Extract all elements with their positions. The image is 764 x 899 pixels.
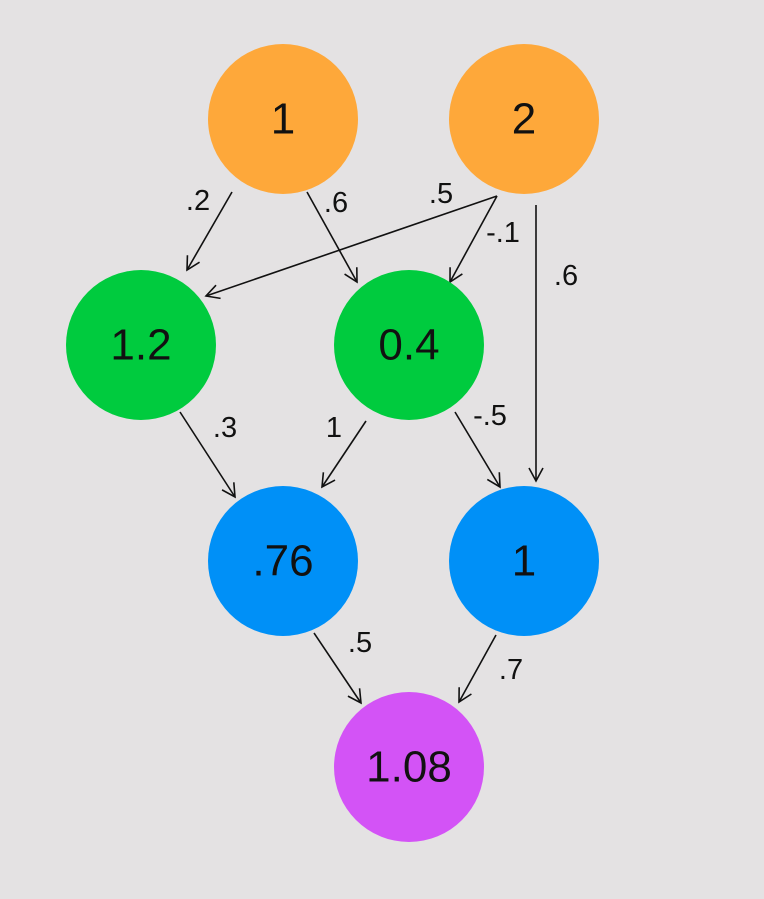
edge-arrow-h1a-h2a — [179, 411, 236, 499]
node-value-label-h2b: 1 — [512, 537, 536, 586]
edge-arrow-in1-h1a — [186, 191, 233, 272]
edge-weight-label-h2a-out: .5 — [348, 627, 372, 659]
node-circle-h1b — [334, 270, 484, 420]
edge-weight-label-in1-h1a: .2 — [186, 185, 210, 217]
edge-arrow-in1-h1b — [306, 191, 358, 284]
node-circle-h1a — [66, 270, 216, 420]
node-circle-out — [334, 692, 484, 842]
node-h1a: 1.2 — [66, 270, 216, 420]
edges-layer: .2 .6 .5 -.1 .6 .3 1 -.5 .5 .7 — [179, 178, 578, 705]
node-value-label-h1b: 0.4 — [378, 321, 439, 370]
node-value-label-in1: 1 — [271, 95, 295, 144]
node-value-label-h2a: .76 — [252, 537, 313, 586]
node-in2: 2 — [449, 44, 599, 194]
edge-weight-label-in2-h1a: .5 — [429, 178, 453, 210]
edge-weight-label-h2b-out: .7 — [499, 654, 523, 686]
edge-arrow-in2-h1a — [204, 195, 498, 300]
node-h1b: 0.4 — [334, 270, 484, 420]
node-value-label-h1a: 1.2 — [110, 321, 171, 370]
node-circle-in2 — [449, 44, 599, 194]
edge-weight-label-h1a-h2a: .3 — [213, 412, 237, 444]
edge-weight-label-in1-h1b: .6 — [324, 187, 348, 219]
edge-weight-label-h1b-h2a: 1 — [326, 412, 342, 444]
edge-weight-label-h1b-h2b: -.5 — [473, 400, 507, 432]
node-circle-h2a — [208, 486, 358, 636]
edge-arrow-h1b-h2a — [321, 420, 367, 489]
node-h2a: .76 — [208, 486, 358, 636]
edge-weight-label-in2-h1b: -.1 — [486, 217, 520, 249]
node-value-label-out: 1.08 — [366, 743, 452, 792]
node-circle-in1 — [208, 44, 358, 194]
node-circle-h2b — [449, 486, 599, 636]
edge-weight-label-in2-h2b: .6 — [554, 260, 578, 292]
edge-arrow-in2-h1b — [449, 195, 498, 284]
node-value-label-in2: 2 — [512, 95, 536, 144]
node-in1: 1 — [208, 44, 358, 194]
edge-arrow-h2b-out — [458, 634, 497, 704]
node-h2b: 1 — [449, 486, 599, 636]
edge-arrow-h1b-h2b — [454, 411, 501, 489]
edge-arrow-h2a-out — [313, 632, 362, 705]
node-out: 1.08 — [334, 692, 484, 842]
